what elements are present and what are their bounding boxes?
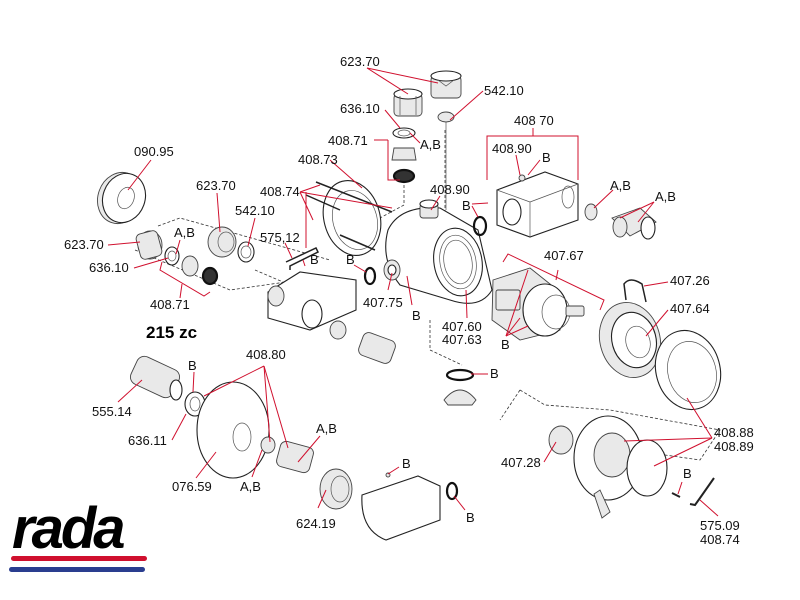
inlet-elbow-555-14	[129, 355, 183, 401]
label-408-90-body: 408.90	[430, 182, 470, 197]
label-575-12: 575,12	[260, 230, 300, 245]
screw-b	[671, 492, 681, 498]
o-ring-b-left	[363, 266, 377, 286]
cover-plate-076-59	[196, 381, 270, 479]
label-623-70-left: 623.70	[64, 237, 104, 252]
cover-box	[361, 472, 441, 541]
cartridge-408-71-left	[181, 255, 219, 286]
nut-623-70-left	[135, 230, 163, 260]
label-407-63: 407.63	[442, 332, 482, 347]
nut-623-70-mid	[207, 226, 237, 258]
label-408-90-oring-b: B	[462, 198, 471, 213]
leader-lines	[107, 67, 719, 517]
label-drain-b: B	[490, 366, 499, 381]
top-nut-623-70-b	[430, 70, 462, 99]
o-ring-b-408-90	[472, 215, 488, 237]
label-407-67: 407.67	[544, 248, 584, 263]
label-636-10-left: 636.10	[89, 260, 129, 275]
label-cover-b: B	[402, 456, 411, 471]
label-076-59: 076.59	[172, 479, 212, 494]
label-407-67-b: B	[501, 337, 510, 352]
washer-542-10-mid	[237, 241, 255, 263]
label-408-71-top: 408.71	[328, 133, 368, 148]
fitting-408-80	[276, 440, 314, 474]
label-408-80-ab-1: A,B	[316, 421, 337, 436]
inlet-fitting-center	[358, 332, 396, 364]
label-408-71-left: 408.71	[150, 297, 190, 312]
label-407-64: 407.64	[670, 301, 710, 316]
washer-636-10-top	[392, 127, 416, 139]
valve-body	[383, 199, 493, 304]
label-636-11-b: B	[188, 358, 197, 373]
insert-ab-bottom	[260, 436, 276, 454]
label-408-74-left: 408.74	[260, 184, 300, 199]
diverter-box-408-70	[496, 171, 579, 238]
label-408-89: 408.89	[714, 439, 754, 454]
part-labels: 623.70 542.10 636.10 408.71 A,B 408.73 4…	[64, 54, 754, 547]
rada-logo: rada	[9, 496, 147, 572]
label-623-70-mid: 623.70	[196, 178, 236, 193]
lever-handle	[573, 415, 643, 519]
model-title: 215 zc	[146, 323, 197, 342]
label-407-75-b: B	[412, 308, 421, 323]
label-408-90-box: 408.90	[492, 141, 532, 156]
cap-408-89	[626, 439, 668, 497]
nut-624-19	[319, 468, 353, 510]
small-nut	[329, 320, 347, 340]
label-ab-right-2: A,B	[655, 189, 676, 204]
backplate-408-73	[322, 180, 382, 256]
label-408-70: 408 70	[514, 113, 554, 128]
label-ab-right-1: A,B	[610, 178, 631, 193]
label-408-71-left-ab: A,B	[174, 225, 195, 240]
top-nut-623-70-a	[393, 88, 423, 117]
drain-o-ring	[445, 368, 475, 382]
label-623-70-top: 623.70	[340, 54, 380, 69]
label-408-70-b: B	[542, 150, 551, 165]
label-555-14: 555.14	[92, 404, 132, 419]
temperature-hub-407-64	[598, 302, 662, 378]
clip-407-26	[623, 279, 647, 303]
o-ring-cover	[445, 481, 459, 501]
label-575-09: 575.09	[700, 518, 740, 533]
bush-407-28	[548, 425, 574, 455]
label-cover-ring-b: B	[466, 510, 475, 525]
label-408-74-bottom: 408.74	[700, 532, 740, 547]
label-407-75-b-left: B	[346, 252, 355, 267]
label-408-80-ab-2: A,B	[240, 479, 261, 494]
label-542-10-top: 542.10	[484, 83, 524, 98]
label-636-11: 636.11	[128, 433, 167, 448]
cartridge-408-71-top	[391, 147, 417, 184]
screws-408-74	[305, 181, 393, 251]
elbow-box	[267, 271, 357, 331]
fitting-ab-right	[611, 207, 657, 240]
label-090-95: 090.95	[134, 144, 174, 159]
brand-wordmark: rada	[12, 496, 124, 561]
label-407-60: 407.60	[442, 319, 482, 334]
label-408-80: 408.80	[246, 347, 286, 362]
thermostatic-cartridge-407-67	[491, 267, 585, 341]
label-407-75: 407.75	[363, 295, 403, 310]
washer-636-10-left	[164, 246, 180, 266]
hex-key-575-12	[285, 247, 320, 270]
drain-cap	[443, 389, 477, 406]
cover-plate-090-95	[97, 171, 147, 225]
label-408-73: 408.73	[298, 152, 338, 167]
label-542-10-mid: 542.10	[235, 203, 275, 218]
label-407-28: 407.28	[501, 455, 541, 470]
brand-stripe-red	[11, 556, 147, 561]
label-408-71-top-ab: A,B	[420, 137, 441, 152]
label-636-10-top: 636.10	[340, 101, 380, 116]
label-575-12-b: B	[310, 252, 319, 267]
hex-key-575-09	[689, 477, 715, 507]
shroud-ring-408-88	[654, 329, 722, 411]
label-408-88: 408.88	[714, 425, 754, 440]
label-624-19: 624.19	[296, 516, 336, 531]
label-407-26: 407.26	[670, 273, 710, 288]
brand-stripe-blue	[9, 567, 145, 572]
label-screw-b: B	[683, 466, 692, 481]
